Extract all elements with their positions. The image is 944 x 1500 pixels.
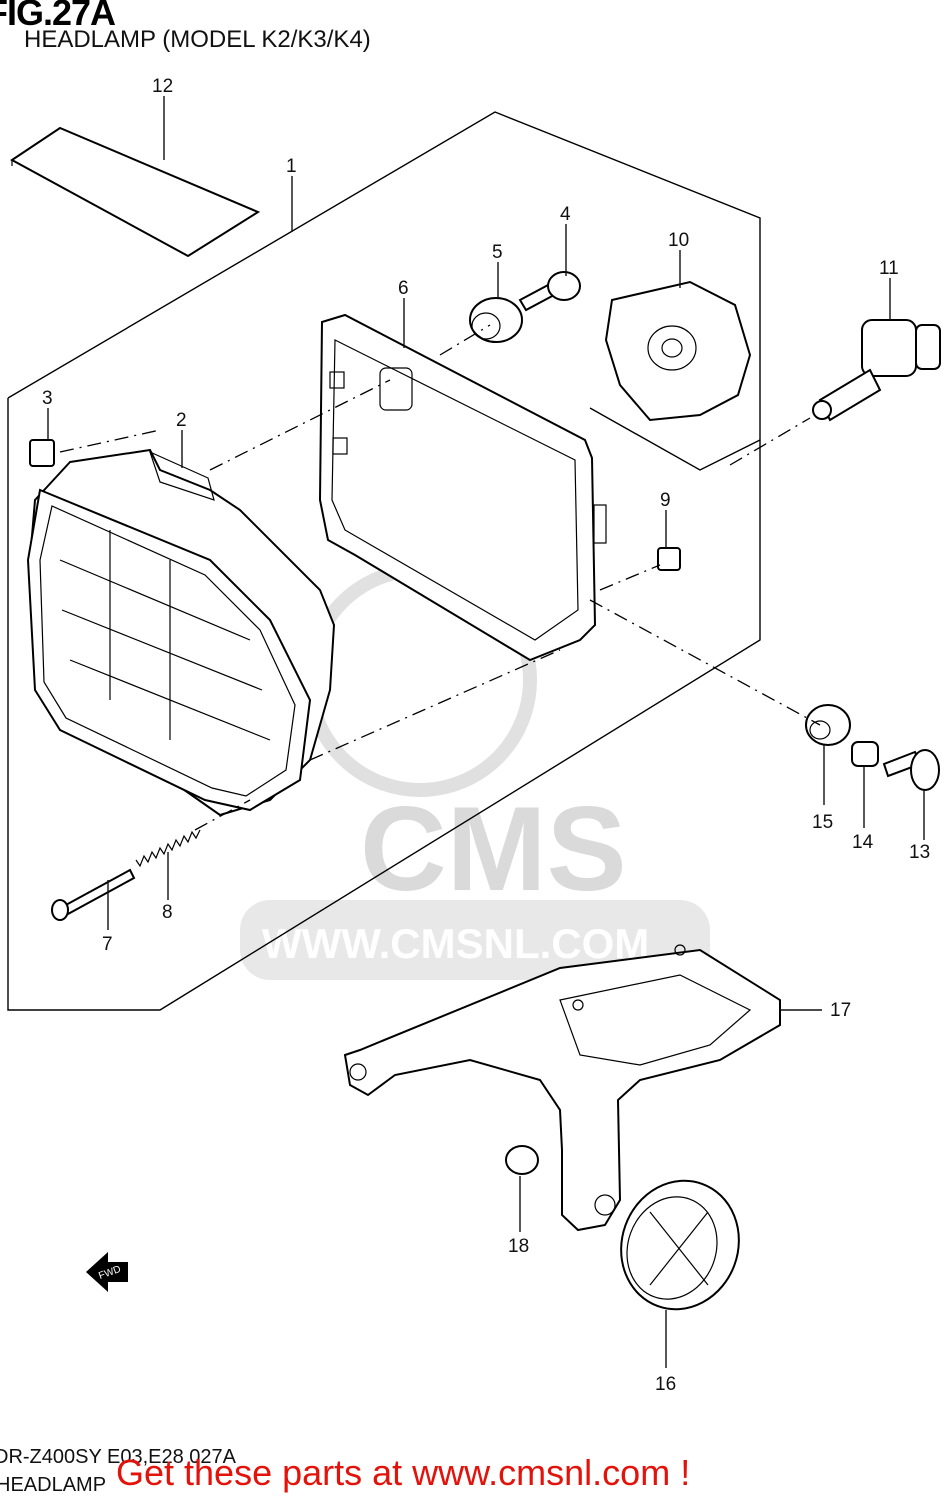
guide-line-3 — [59, 429, 161, 453]
drawing-code: DR-Z400SY E03,E28 027A — [0, 1446, 237, 1468]
callout-18: 18 — [508, 1236, 529, 1257]
watermark-banner — [240, 900, 710, 980]
figure-subtitle: HEADLAMP (MODEL K2/K3/K4) — [24, 26, 371, 53]
callout-1: 1 — [286, 156, 297, 177]
part-15-grommet — [805, 704, 851, 746]
guide-line-2 — [209, 379, 391, 471]
callout-12: 12 — [152, 76, 173, 97]
guide-line-8 — [194, 799, 251, 831]
watermark-logo-text: CMS — [360, 782, 627, 916]
assembly-frame-outline — [7, 111, 761, 1011]
part-18-nut — [505, 1145, 539, 1175]
front-direction-arrow: FWD — [86, 1252, 128, 1292]
part-8-spring — [135, 829, 201, 868]
callout-15: 15 — [812, 812, 833, 833]
lens-rib-2 — [61, 609, 263, 691]
callout-10: 10 — [668, 230, 689, 251]
lens-rib-1 — [59, 559, 251, 641]
part-11-bulb — [812, 319, 941, 422]
part-7-adjuster-screw — [51, 868, 136, 921]
callout-2: 2 — [176, 410, 187, 431]
part-13-bolt — [882, 749, 940, 791]
part-4-screw — [518, 271, 581, 312]
guide-line-lower — [309, 649, 561, 761]
assembly-frame — [7, 111, 761, 1011]
callout-11: 11 — [879, 258, 899, 279]
assembly-guide-lines — [59, 324, 821, 831]
assembly-frame-notch — [589, 407, 761, 471]
housing-boss — [379, 367, 413, 411]
part-9-clip-nut — [657, 547, 681, 571]
part-16-reflector — [620, 1179, 740, 1311]
figure-title: FIG.27A — [0, 0, 116, 33]
callout-13: 13 — [909, 842, 930, 863]
reflector-cross-mark — [649, 1211, 709, 1286]
housing-clip-upper — [329, 371, 345, 389]
part-2-headlamp-unit — [26, 448, 336, 817]
guide-line-11 — [729, 417, 811, 466]
callout-8: 8 — [162, 902, 173, 923]
part-12-label-sheet — [10, 126, 261, 258]
housing-clip-lower — [332, 437, 348, 455]
part-6-housing-frame — [318, 313, 607, 662]
callout-3: 3 — [42, 388, 53, 409]
guide-line-15 — [589, 599, 821, 726]
callout-6: 6 — [398, 278, 409, 299]
guide-line-5 — [439, 324, 491, 356]
callout-7: 7 — [102, 934, 113, 955]
callout-5: 5 — [492, 242, 503, 263]
callout-17: 17 — [830, 1000, 851, 1021]
part-10-socket-cover — [604, 280, 752, 422]
part-14-collar — [851, 741, 879, 767]
watermark-url-text: WWW.CMSNL.COM — [262, 920, 649, 967]
callout-16: 16 — [655, 1374, 676, 1395]
part-3-nut — [29, 439, 55, 467]
callout-leaders — [47, 96, 925, 1368]
callout-9: 9 — [660, 490, 671, 511]
housing-tab — [593, 504, 607, 544]
headlamp-mount-tab — [148, 450, 215, 501]
part-5-grommet — [469, 297, 523, 343]
callout-labels: 12 1 4 10 5 11 6 3 2 9 15 14 13 8 7 17 1… — [42, 76, 930, 1395]
part-17-bracket — [343, 944, 781, 1232]
callout-4: 4 — [560, 204, 571, 225]
promo-link-text[interactable]: Get these parts at www.cmsnl.com ! — [116, 1452, 691, 1493]
callout-14: 14 — [852, 832, 874, 853]
guide-line-9 — [599, 564, 661, 591]
drawing-name: HEADLAMP — [0, 1474, 107, 1496]
